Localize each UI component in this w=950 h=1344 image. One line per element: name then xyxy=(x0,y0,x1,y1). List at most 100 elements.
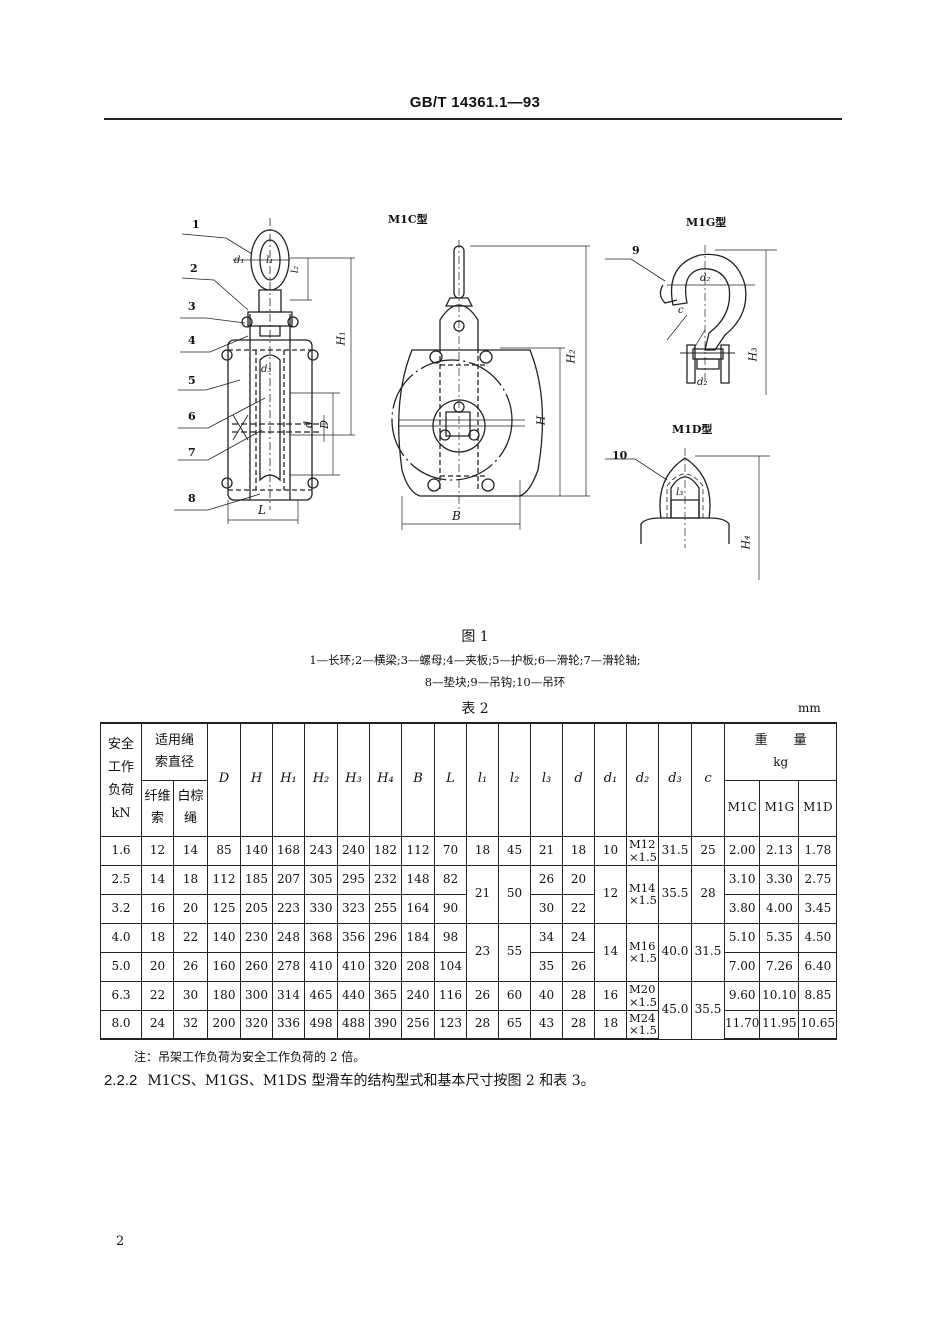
dim-d1: d₁ xyxy=(234,255,245,266)
side-view-drawing xyxy=(174,210,370,530)
table-row: 8.0 24 32 200 320 336 498 488 390 256 12… xyxy=(100,1009,876,1040)
callout-8: 8 xyxy=(188,492,196,505)
cell-H4: 255 xyxy=(369,893,402,924)
cell-D: 85 xyxy=(207,835,241,866)
cell-H1: 223 xyxy=(272,893,305,924)
header-weight-m1d: M1D xyxy=(798,779,838,837)
cell-l2: 60 xyxy=(498,980,531,1011)
cell-weight-m1d: 6.40 xyxy=(798,951,838,982)
cell-weight-m1d: 10.65 xyxy=(798,1009,838,1040)
cell-B: 256 xyxy=(401,1009,435,1040)
cell-H1: 314 xyxy=(272,980,305,1011)
cell-d1: 18 xyxy=(594,1009,627,1040)
cell-load: 8.0 xyxy=(100,1009,142,1040)
header-c: c xyxy=(691,722,725,837)
dim-d: d xyxy=(302,420,316,429)
cell-d3: 45.0 xyxy=(658,980,692,1040)
cell-H: 320 xyxy=(240,1009,273,1040)
callout-1: 1 xyxy=(192,218,200,231)
header-l1: l₁ xyxy=(466,722,499,837)
cell-d1: 12 xyxy=(594,864,627,924)
cell-D: 180 xyxy=(207,980,241,1011)
cell-white: 18 xyxy=(173,864,208,895)
table-row: 6.3 22 30 180 300 314 465 440 365 240 11… xyxy=(100,980,876,1040)
cell-d2: M16×1.5 xyxy=(626,922,659,982)
cell-l3: 40 xyxy=(530,980,563,1011)
cell-c: 28 xyxy=(691,864,725,924)
figure-legend-line-2: 8—垫块;9—吊钩;10—吊环 xyxy=(424,675,566,689)
cell-fiber: 12 xyxy=(141,835,174,866)
cell-weight-m1c: 5.10 xyxy=(723,922,761,953)
cell-weight-m1c: 3.10 xyxy=(723,864,761,895)
cell-H4: 365 xyxy=(369,980,402,1011)
cell-L: 123 xyxy=(434,1009,467,1040)
table-caption: 表 2 xyxy=(461,701,489,717)
cell-B: 164 xyxy=(401,893,435,924)
dim-H: H xyxy=(534,415,548,426)
header-D: D xyxy=(207,722,241,837)
cell-l3: 35 xyxy=(530,951,563,982)
cell-weight-m1g: 11.95 xyxy=(759,1009,800,1040)
header-rule xyxy=(104,118,842,120)
cell-load: 5.0 xyxy=(100,951,142,982)
cell-d: 26 xyxy=(562,951,595,982)
clause-number: 2.2.2 xyxy=(104,1072,138,1089)
header-L: L xyxy=(434,722,467,837)
header-H: H xyxy=(240,722,273,837)
header-l3: l₃ xyxy=(530,722,563,837)
cell-H: 205 xyxy=(240,893,273,924)
cell-H1: 336 xyxy=(272,1009,305,1040)
cell-d: 28 xyxy=(562,980,595,1011)
cell-l1: 28 xyxy=(466,1009,499,1040)
header-d: d xyxy=(562,722,595,837)
callout-5: 5 xyxy=(188,374,196,387)
cell-white: 32 xyxy=(173,1009,208,1040)
dim-c: c xyxy=(678,305,684,316)
cell-H: 300 xyxy=(240,980,273,1011)
cell-d2: M12×1.5 xyxy=(626,835,659,866)
callout-9: 9 xyxy=(632,244,640,257)
cell-L: 70 xyxy=(434,835,467,866)
cell-l3: 26 xyxy=(530,864,563,895)
cell-c: 25 xyxy=(691,835,725,866)
cell-d: 20 xyxy=(562,864,595,895)
clause-text: M1CS、M1GS、M1DS 型滑车的结构型式和基本尺寸按图 2 和表 3。 xyxy=(147,1073,595,1089)
cell-H4: 296 xyxy=(369,922,402,953)
dim-d3: d₃ xyxy=(261,364,272,375)
callout-7: 7 xyxy=(188,446,196,459)
cell-l1: 26 xyxy=(466,980,499,1011)
dim-d2-hook: d₂ xyxy=(700,273,711,284)
cell-d1: 14 xyxy=(594,922,627,982)
cell-H3: 323 xyxy=(337,893,370,924)
cell-d2: M20×1.5 xyxy=(626,980,659,1011)
header-rope-diameter: 适用绳索直径 xyxy=(141,722,208,781)
cell-white: 30 xyxy=(173,980,208,1011)
cell-weight-m1g: 3.30 xyxy=(759,864,800,895)
cell-H: 140 xyxy=(240,835,273,866)
cell-l2: 45 xyxy=(498,835,531,866)
cell-d: 18 xyxy=(562,835,595,866)
cell-H4: 182 xyxy=(369,835,402,866)
table-note: 注：吊架工作负荷为安全工作负荷的 2 倍。 xyxy=(134,1050,366,1064)
header-H2: H₂ xyxy=(304,722,338,837)
cell-load: 2.5 xyxy=(100,864,142,895)
cell-weight-m1c: 2.00 xyxy=(723,835,761,866)
front-view-drawing xyxy=(390,240,600,530)
cell-l1: 18 xyxy=(466,835,499,866)
cell-H3: 488 xyxy=(337,1009,370,1040)
cell-B: 184 xyxy=(401,922,435,953)
cell-H3: 356 xyxy=(337,922,370,953)
label-m1g-type: M1G型 xyxy=(686,216,727,229)
dim-l3: l₃ xyxy=(676,487,684,498)
cell-fiber: 18 xyxy=(141,922,174,953)
cell-l3: 21 xyxy=(530,835,563,866)
cell-H3: 240 xyxy=(337,835,370,866)
header-B: B xyxy=(401,722,435,837)
cell-fiber: 22 xyxy=(141,980,174,1011)
cell-D: 140 xyxy=(207,922,241,953)
cell-weight-m1g: 5.35 xyxy=(759,922,800,953)
cell-weight-m1g: 4.00 xyxy=(759,893,800,924)
dim-B: B xyxy=(452,509,461,523)
dim-d2-shank: d₂ xyxy=(697,377,708,388)
cell-H1: 207 xyxy=(272,864,305,895)
